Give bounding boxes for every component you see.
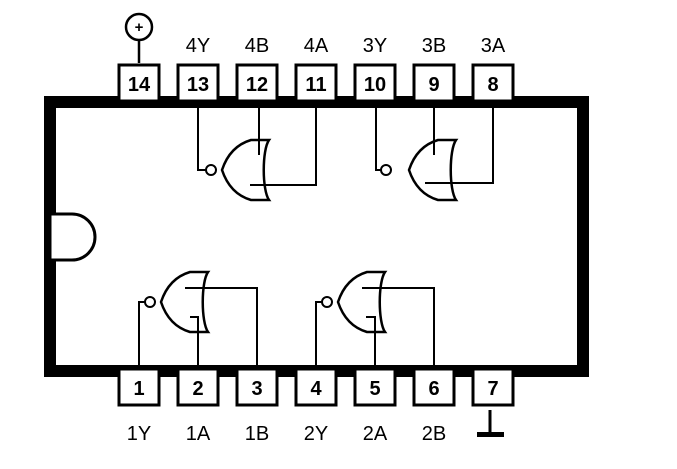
- pin-label: 2A: [363, 423, 388, 445]
- nor-gate-1-output-wire: [138, 301, 145, 369]
- svg-text:4: 4: [310, 378, 322, 400]
- pin-label: 2B: [422, 423, 446, 445]
- ground-icon: [477, 410, 504, 437]
- nor-gate-1: [138, 270, 258, 369]
- svg-text:3: 3: [251, 378, 262, 400]
- pin-label: 2Y: [304, 423, 328, 445]
- nor-gate-2: [315, 270, 435, 369]
- nor-gate-1-input-a: [190, 316, 199, 369]
- pin-label: 4B: [245, 35, 269, 57]
- nor-gate-1-bubble: [144, 296, 156, 308]
- nor-gate-3-bubble: [380, 164, 392, 176]
- pin-12: 12 4B: [235, 35, 279, 103]
- svg-text:9: 9: [428, 74, 439, 96]
- nor-gate-2-bubble: [321, 296, 333, 308]
- svg-text:11: 11: [305, 74, 326, 96]
- svg-text:1: 1: [133, 378, 144, 400]
- nor-gate-1-body: [159, 270, 211, 334]
- nor-gate-4-input-b: [250, 101, 317, 186]
- pin-3: 3 1B: [235, 367, 279, 445]
- svg-text:14: 14: [128, 74, 151, 96]
- nor-gate-3-body: [407, 138, 459, 202]
- power-symbol: +: [135, 19, 144, 36]
- bottom-pins: 1 1Y 2 1A 3 1B 4 2Y 5 2A 6 2B: [117, 367, 515, 445]
- svg-text:5: 5: [369, 378, 380, 400]
- svg-text:13: 13: [187, 74, 209, 96]
- pin-4: 4 2Y: [294, 367, 338, 445]
- pin-14: 14: [117, 63, 161, 103]
- pin-8: 8 3A: [471, 35, 515, 103]
- pin-1: 1 1Y: [117, 367, 161, 445]
- pin-9: 9 3B: [412, 35, 456, 103]
- nor-gate-4-output-wire: [197, 101, 206, 171]
- pin-6: 6 2B: [412, 367, 456, 445]
- nor-gate-3: [375, 101, 494, 202]
- nor-gate-2-input-b: [362, 287, 435, 369]
- svg-text:12: 12: [246, 74, 268, 96]
- power-icon: +: [124, 12, 154, 63]
- svg-text:8: 8: [487, 74, 498, 96]
- pin-10: 10 3Y: [353, 35, 397, 103]
- nor-gate-2-input-a: [366, 316, 376, 369]
- pin-5: 5 2A: [353, 367, 397, 445]
- orientation-notch: [48, 212, 97, 262]
- pin-label: 1B: [245, 423, 269, 445]
- pin-label: 3Y: [363, 35, 387, 57]
- pin-label: 4A: [304, 35, 329, 57]
- nor-gate-4: [197, 101, 317, 202]
- nor-gate-2-output-wire: [315, 301, 322, 369]
- nor-gate-1-input-b: [185, 287, 258, 369]
- pin-label: 1Y: [127, 423, 151, 445]
- pin-7: 7: [471, 367, 515, 407]
- svg-text:2: 2: [192, 378, 203, 400]
- pin-label: 1A: [186, 423, 211, 445]
- nor-gate-3-input-b: [425, 101, 494, 184]
- pin-label: 4Y: [186, 35, 210, 57]
- svg-text:10: 10: [364, 74, 386, 96]
- pin-label: 3B: [422, 35, 446, 57]
- nor-gate-2-body: [336, 270, 388, 334]
- nor-gate-4-body: [220, 138, 272, 202]
- nor-gate-4-bubble: [205, 164, 217, 176]
- pin-11: 11 4A: [294, 35, 338, 103]
- pin-2: 2 1A: [176, 367, 220, 445]
- nor-gate-3-output-wire: [375, 101, 381, 171]
- svg-text:6: 6: [428, 378, 439, 400]
- svg-text:7: 7: [487, 378, 498, 400]
- pin-13: 13 4Y: [176, 35, 220, 103]
- pin-label: 3A: [481, 35, 506, 57]
- top-pins: 14 13 4Y 12 4B 11 4A 10 3Y 9 3B: [117, 35, 515, 103]
